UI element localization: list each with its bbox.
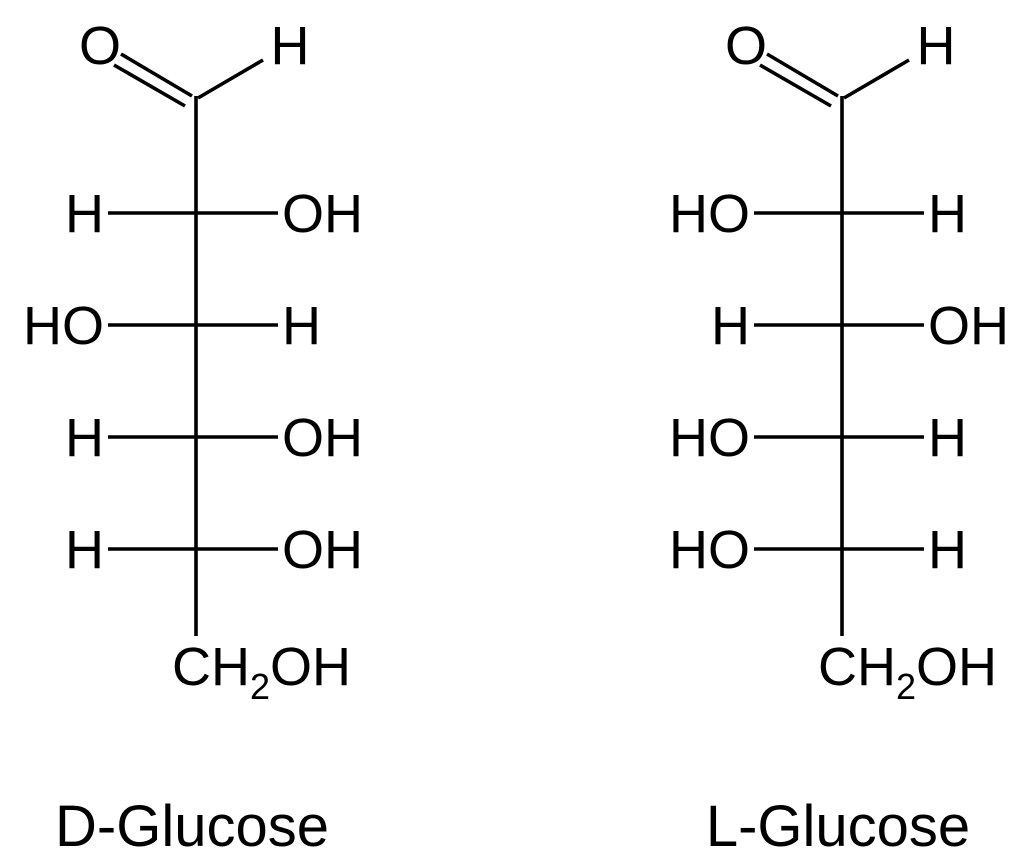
d-ch2oh-group: CH2OH: [172, 637, 351, 707]
d-carbonyl-double-bond-2: [113, 63, 186, 108]
l-ch2oh-subscript: 2: [896, 666, 916, 707]
l-row2-left: H: [711, 296, 750, 356]
l-carbonyl-double-bond-2: [759, 63, 832, 108]
l-row1-left: HO: [669, 184, 750, 244]
d-aldehyde-h-bond: [197, 58, 264, 100]
l-row4-right: H: [928, 520, 967, 580]
d-glucose-caption: D-Glucose: [55, 794, 329, 859]
d-row2-right: H: [282, 296, 321, 356]
l-carbonyl-oxygen: O: [725, 16, 767, 76]
d-glucose-structure: O H H OH HO H H OH H OH CH2OH D-Glucose: [23, 16, 363, 859]
d-row2-left: HO: [23, 296, 104, 356]
l-carbonyl-double-bond-1: [766, 52, 839, 98]
l-ch2oh-ch: CH: [818, 637, 896, 697]
l-aldehyde-h-bond: [843, 58, 910, 100]
l-glucose-caption: L-Glucose: [706, 794, 970, 859]
l-aldehyde-hydrogen: H: [917, 16, 956, 76]
l-row4-left: HO: [669, 520, 750, 580]
d-row3-right: OH: [282, 408, 363, 468]
d-row1-right: OH: [282, 184, 363, 244]
l-ch2oh-group: CH2OH: [818, 637, 997, 707]
l-row2-right: OH: [928, 296, 1009, 356]
l-ch2oh-oh: OH: [916, 637, 997, 697]
l-glucose-structure: O H HO H H OH HO H HO H CH2OH L-Glucose: [669, 16, 1009, 859]
d-carbonyl-double-bond-1: [120, 52, 193, 98]
l-row1-right: H: [928, 184, 967, 244]
d-row1-left: H: [65, 184, 104, 244]
d-ch2oh-subscript: 2: [250, 666, 270, 707]
d-ch2oh-oh: OH: [270, 637, 351, 697]
d-carbonyl-oxygen: O: [79, 16, 121, 76]
d-ch2oh-ch: CH: [172, 637, 250, 697]
l-row3-left: HO: [669, 408, 750, 468]
d-row4-right: OH: [282, 520, 363, 580]
d-row4-left: H: [65, 520, 104, 580]
l-row3-right: H: [928, 408, 967, 468]
d-aldehyde-hydrogen: H: [271, 16, 310, 76]
d-row3-left: H: [65, 408, 104, 468]
